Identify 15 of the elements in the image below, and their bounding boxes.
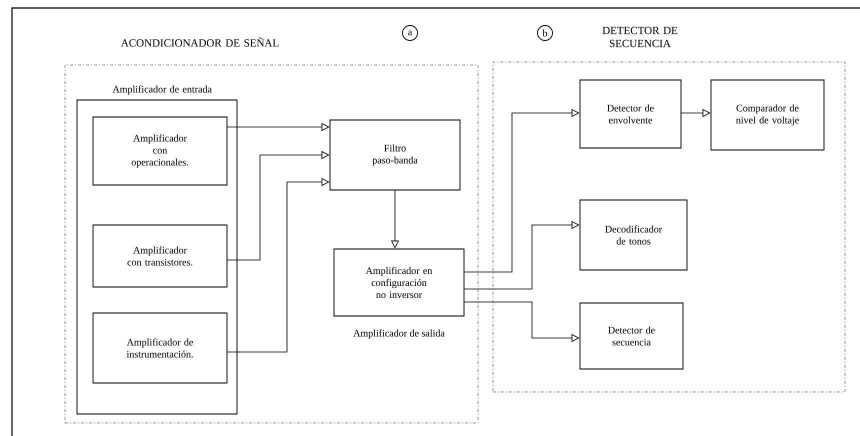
section-heading: Amplificador de entrada [112, 85, 212, 95]
process-box: Amplificador de instrumentación. [92, 312, 228, 384]
section-heading: DETECTOR DE SECUENCIA [602, 26, 678, 48]
process-box: Detector de envolvente [580, 80, 682, 148]
process-box: Filtro paso-banda [330, 120, 460, 190]
process-box: Decodificador de tonos [580, 200, 688, 270]
caption-text: Amplificador de salida [353, 329, 445, 339]
circled-letter: b [537, 25, 553, 41]
section-heading: ACONDICIONADOR DE SEÑAL [120, 37, 278, 47]
process-box: Amplificador con transistores. [92, 224, 228, 288]
process-box: Amplificador con operacionales. [92, 116, 228, 186]
circled-letter: a [402, 25, 418, 41]
process-box: Detector de secuencia [580, 302, 684, 370]
process-box: Amplificador en configuración no inversor [334, 248, 464, 316]
process-box: Comparador de nivel de voltaje [710, 80, 824, 150]
